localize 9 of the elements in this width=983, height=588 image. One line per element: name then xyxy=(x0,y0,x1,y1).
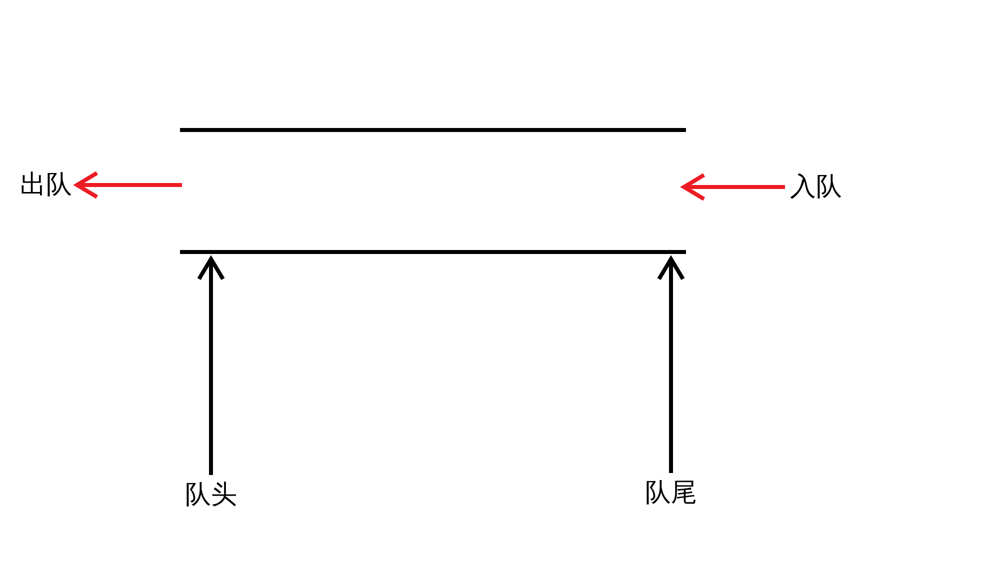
queue-channel xyxy=(180,128,686,254)
queue-label: 出队 xyxy=(20,170,72,200)
queue-label: 入队 xyxy=(790,172,842,202)
arrow xyxy=(657,257,685,473)
arrow xyxy=(197,257,225,475)
arrow xyxy=(75,171,182,199)
queue-label: 队尾 xyxy=(645,478,697,508)
arrow xyxy=(682,173,785,201)
queue-label: 队头 xyxy=(185,480,237,510)
